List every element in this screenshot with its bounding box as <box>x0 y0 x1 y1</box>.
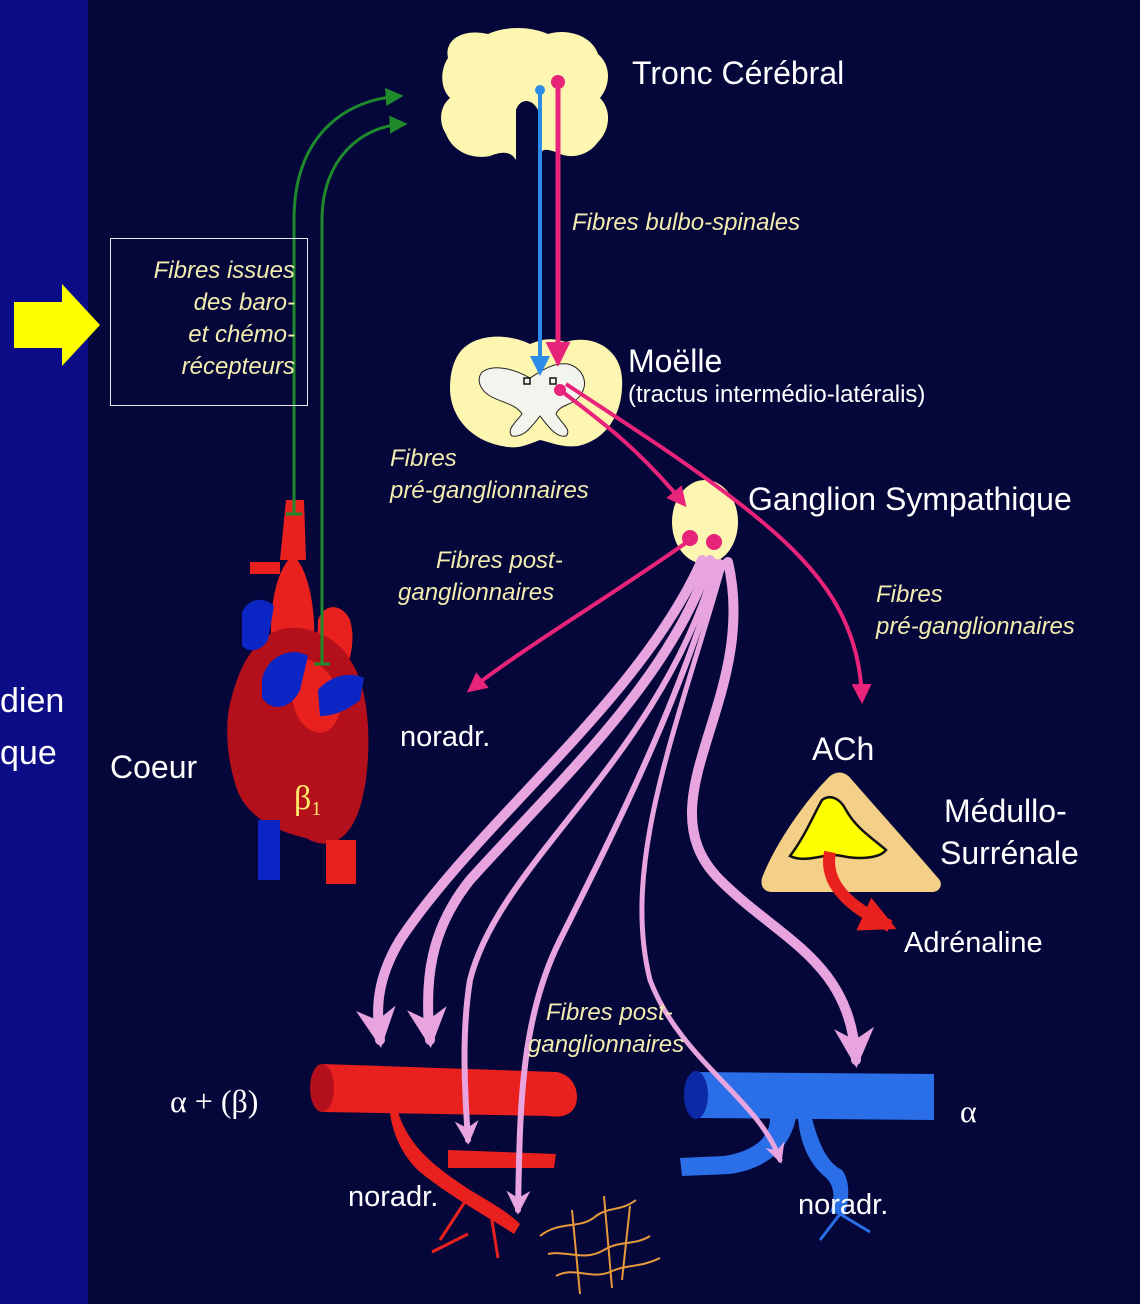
box-line-4: récepteurs <box>182 353 295 381</box>
artery-shape <box>310 1064 577 1258</box>
fibres-post-bottom-label-2: ganglionnaires <box>528 1032 684 1058</box>
noradr-top-label: noradr. <box>400 722 490 754</box>
medullo-label-1: Médullo- <box>944 794 1067 829</box>
fibres-bulbo-label: Fibres bulbo-spinales <box>572 210 800 236</box>
beta1-subscript: 1 <box>311 798 321 820</box>
alpha-beta-label: α + (β) <box>170 1084 258 1119</box>
fibres-pre-right-label-2: pré-ganglionnaires <box>876 614 1075 640</box>
noradr-right-label: noradr. <box>798 1190 888 1222</box>
yellow-arrow-icon <box>14 284 100 366</box>
alpha-label: α <box>960 1094 977 1129</box>
fibres-pre-right-label-1: Fibres <box>876 582 943 608</box>
heart-shape <box>227 500 368 884</box>
brainstem-shape <box>441 28 608 160</box>
fibres-pre-label-1: Fibres <box>390 446 457 472</box>
spinal-cord-shape <box>450 337 622 448</box>
tractus-label: (tractus intermédio-latéralis) <box>628 382 925 408</box>
box-line-2: des baro- <box>194 289 295 317</box>
box-line-3: et chémo- <box>188 321 295 349</box>
box-line-1: Fibres issues <box>154 257 295 285</box>
noradr-left-label: noradr. <box>348 1182 438 1214</box>
fibres-post-bottom-label-1: Fibres post- <box>546 1000 673 1026</box>
adrenal-gland-shape <box>761 773 940 892</box>
beta1-base: β <box>294 780 311 817</box>
fibres-post-label-2: ganglionnaires <box>398 580 554 606</box>
tronc-cerebral-label: Tronc Cérébral <box>632 56 844 91</box>
capillary-network <box>540 1196 660 1294</box>
ach-label: ACh <box>812 732 874 767</box>
coeur-label: Coeur <box>110 750 197 785</box>
fibres-pre-label-2: pré-ganglionnaires <box>390 478 589 504</box>
moelle-label: Moëlle <box>628 344 722 379</box>
ganglion-label: Ganglion Sympathique <box>748 482 1072 517</box>
offslide-text-1: dien <box>0 682 64 721</box>
medullo-label-2: Surrénale <box>940 836 1079 871</box>
receptor-fibres-box: Fibres issues des baro- et chémo- récept… <box>110 238 308 406</box>
beta1-label: β1 <box>294 780 321 820</box>
fibres-post-label-1: Fibres post- <box>436 548 563 574</box>
offslide-text-2: que <box>0 734 57 773</box>
adrenaline-label: Adrénaline <box>904 928 1043 960</box>
